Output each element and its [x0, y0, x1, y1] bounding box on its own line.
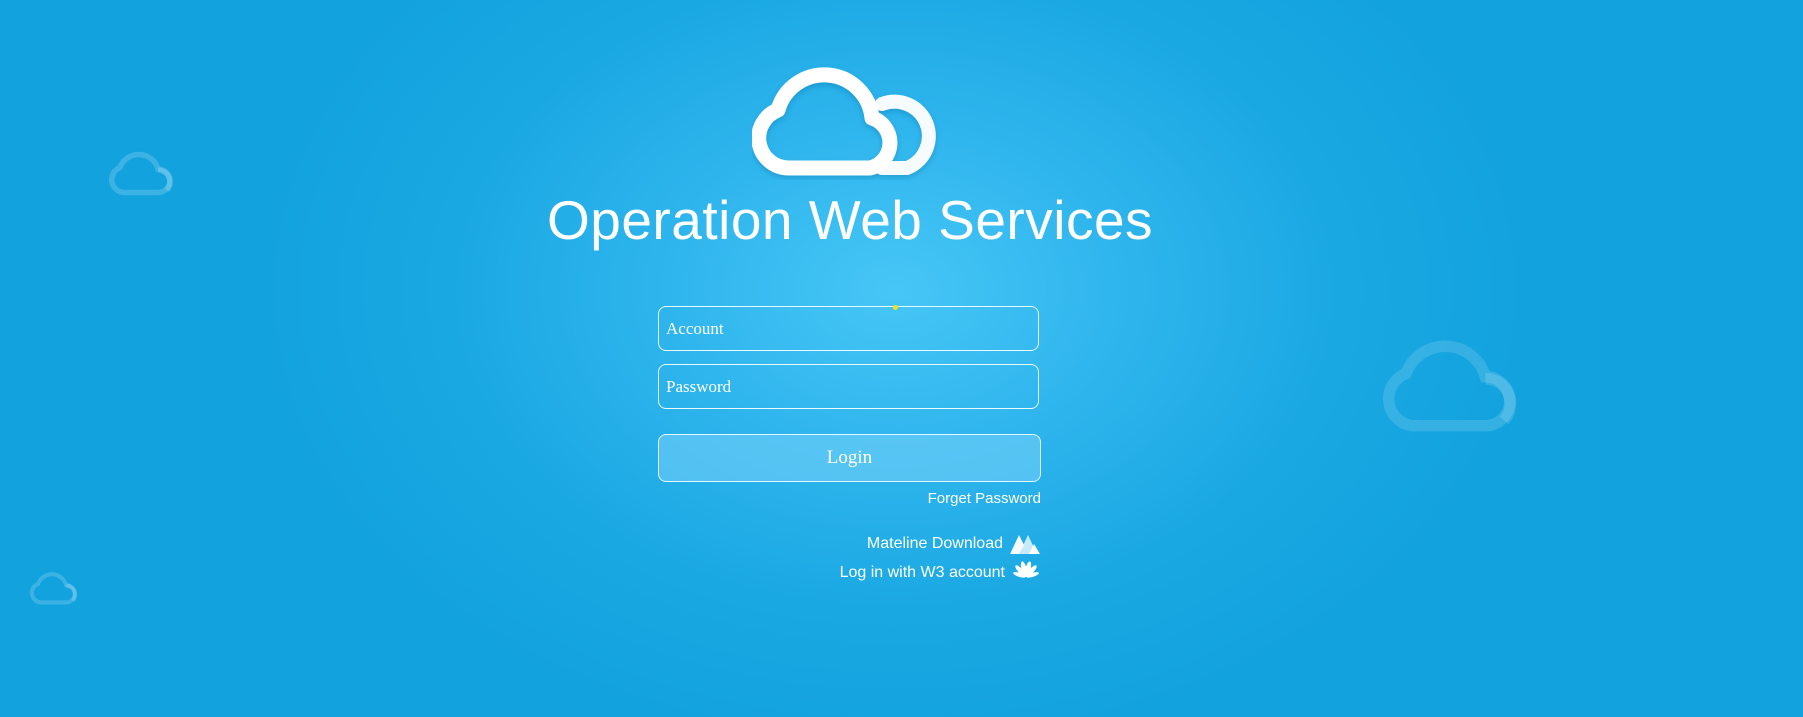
- w3-login-label: Log in with W3 account: [839, 564, 1005, 581]
- focus-indicator-dot: [893, 305, 898, 310]
- decorative-cloud-icon: [1377, 337, 1531, 433]
- account-input[interactable]: [658, 306, 1039, 351]
- mateline-download-label: Mateline Download: [866, 535, 1003, 552]
- login-button[interactable]: Login: [658, 434, 1041, 482]
- password-input[interactable]: [658, 364, 1039, 409]
- w3-login-link[interactable]: Log in with W3 account: [840, 561, 1041, 585]
- decorative-cloud-icon: [29, 571, 81, 605]
- cloud-logo-icon: [752, 58, 946, 180]
- page-title: Operation Web Services: [546, 189, 1154, 251]
- forget-password-link[interactable]: Forget Password: [927, 490, 1041, 507]
- decorative-cloud-icon: [108, 150, 178, 196]
- huawei-logo-icon: [1011, 561, 1041, 585]
- mateline-download-link[interactable]: Mateline Download: [867, 533, 1041, 555]
- mateline-logo-icon: [1009, 533, 1041, 555]
